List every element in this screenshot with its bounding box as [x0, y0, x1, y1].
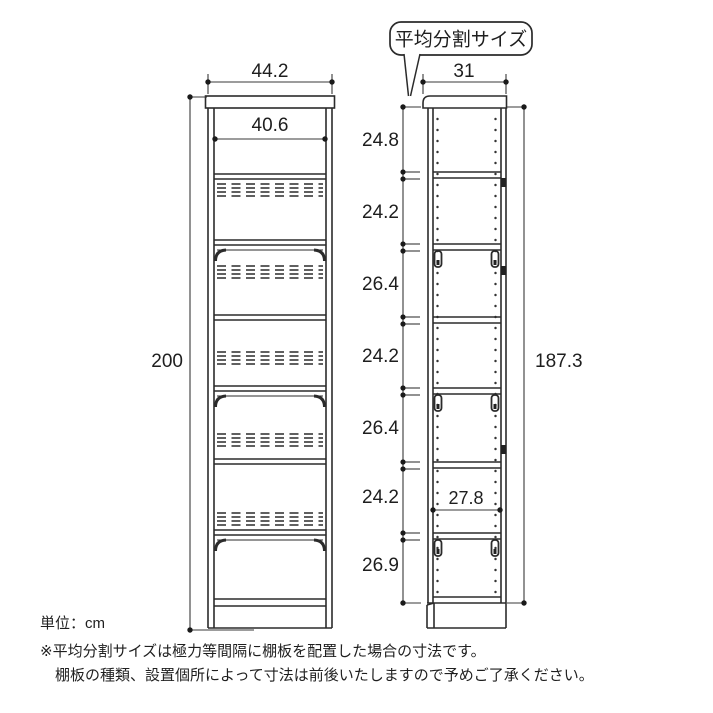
segment-label: 24.2 [362, 202, 399, 223]
note-line-2: 棚板の種類、設置個所によって寸法は前後いたしますので予めご了承ください。 [55, 667, 594, 684]
segment-label: 24.8 [362, 130, 399, 151]
left-fixed-shelf-brackets [214, 248, 326, 552]
total-height-label: 200 [151, 351, 183, 372]
note-line-1: ※平均分割サイズは極力等間隔に棚板を配置した場合の寸法です。 [40, 643, 486, 660]
outer-width-label: 44.2 [252, 61, 289, 82]
callout-pointer [404, 53, 420, 97]
right-top-panel [422, 95, 508, 109]
peg-hole-columns [436, 117, 497, 597]
segment-label: 24.2 [362, 487, 399, 508]
left-shelves [214, 173, 326, 607]
left-top-panel [204, 95, 336, 109]
left-unit-dimensions [189, 74, 333, 631]
left-adjustable-shelf-dashes [217, 183, 323, 526]
right-base [426, 602, 507, 629]
right-shelves [433, 171, 501, 598]
footer-notes: 単位：cm ※平均分割サイズは極力等間隔に棚板を配置した場合の寸法です。 棚板の… [40, 612, 594, 688]
shelf-fittings [433, 250, 500, 557]
right-unit-dimension-dots [400, 79, 527, 606]
inner-height-label: 187.3 [535, 351, 583, 372]
segment-label: 26.4 [362, 418, 399, 439]
segment-label: 26.9 [362, 555, 399, 576]
left-unit-dimension-dots [187, 79, 335, 633]
shelf-fitting-pins [436, 178, 506, 554]
unit-label: 単位：cm [40, 615, 105, 632]
left-unit-drawing [204, 95, 336, 629]
callout-label: 平均分割サイズ [395, 29, 527, 51]
right-unit-drawing [422, 95, 508, 629]
callout-bubble: 平均分割サイズ [389, 21, 533, 97]
inner-width-label: 40.6 [252, 115, 289, 136]
outer-depth-label: 31 [453, 61, 474, 82]
inner-depth-label: 27.8 [448, 488, 483, 508]
segment-label: 26.4 [362, 274, 399, 295]
segment-label: 24.2 [362, 346, 399, 367]
